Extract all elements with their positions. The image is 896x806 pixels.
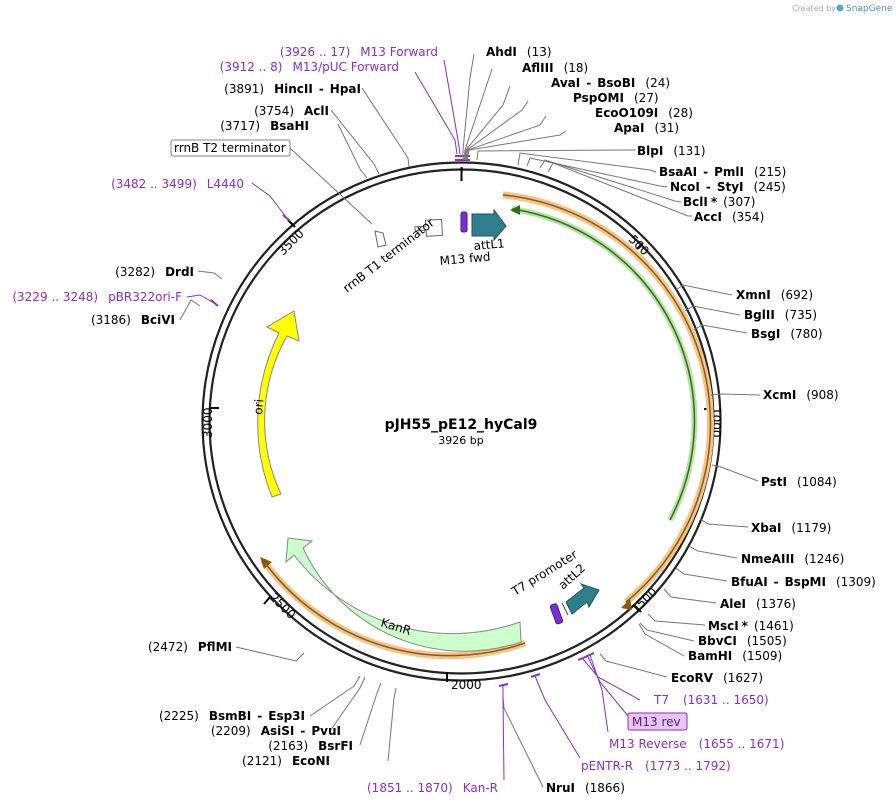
primer-labels: (3926 .. 17)M13 Forward (3912 .. 8)M13/p… — [12, 45, 784, 795]
tick-label-2000: 2000 — [451, 678, 482, 692]
site-label[interactable]: (3891)HincII-HpaI — [224, 82, 361, 96]
primer-label[interactable]: T7(1631 .. 1650) — [653, 693, 769, 707]
rrnB-T2-label: rrnB T2 terminator — [174, 141, 286, 155]
snapgene-logo-icon — [836, 4, 844, 12]
site-leaders — [179, 53, 761, 788]
primer-label[interactable]: (3926 .. 17)M13 Forward — [280, 45, 438, 59]
site-label[interactable]: AvaI-BsoBI(24) — [551, 76, 670, 90]
site-label[interactable]: (3754)AclI — [254, 104, 329, 118]
site-label[interactable]: BbvCI(1505) — [698, 634, 787, 648]
ori-feature[interactable] — [257, 310, 300, 498]
site-label[interactable]: PstI(1084) — [761, 475, 837, 489]
feature-green-arc[interactable] — [511, 206, 698, 522]
site-label[interactable]: MscI*(1461) — [708, 619, 794, 633]
site-label[interactable]: BamHI(1509) — [688, 649, 782, 663]
site-label[interactable]: EcoO109I(28) — [595, 106, 693, 120]
watermark-text: Created by — [792, 4, 836, 13]
m13-fwd-feature[interactable] — [460, 211, 468, 233]
site-label[interactable]: EcoRV(1627) — [671, 671, 763, 685]
site-label[interactable]: NcoI-StyI(245) — [670, 180, 786, 194]
site-label[interactable]: (2209)AsiSI-PvuI — [211, 724, 341, 738]
site-label[interactable]: (2472)PflMI — [148, 640, 232, 654]
site-label[interactable]: BfuAI-BspMI(1309) — [731, 575, 876, 589]
site-label[interactable]: (3186)BciVI — [91, 313, 175, 327]
rrnB-T1-terminator-feature[interactable] — [414, 218, 443, 237]
site-label[interactable]: AhdI(13) — [486, 45, 552, 59]
primer-label[interactable]: (1851 .. 1870)Kan-R — [367, 781, 498, 795]
site-label[interactable]: BlpI(131) — [637, 144, 706, 158]
site-label[interactable]: NmeAIII(1246) — [741, 552, 844, 566]
site-label[interactable]: (3717)BsaHI — [220, 119, 309, 133]
tick-label-3000: 3000 — [201, 407, 215, 438]
site-label[interactable]: (2163)BsrFI — [268, 739, 353, 753]
primer-leaders — [186, 59, 641, 781]
m13-rev-label: M13 rev — [632, 715, 681, 729]
site-label[interactable]: NruI(1866) — [546, 781, 625, 795]
attL1-label: attL1 — [473, 236, 505, 253]
site-label[interactable]: ApaI(31) — [614, 121, 679, 135]
site-label[interactable]: (2121)EcoNI — [242, 754, 330, 768]
primer-label[interactable]: (3229 .. 3248)pBR322ori-F — [12, 290, 182, 304]
site-label[interactable]: XbaI(1179) — [751, 521, 831, 535]
site-label[interactable]: (2225)BsmBI-Esp3I — [159, 709, 305, 723]
site-label[interactable]: AleI(1376) — [720, 597, 796, 611]
primer-label[interactable]: (3912 .. 8)M13/pUC Forward — [220, 60, 399, 74]
ori-label: ori — [251, 398, 266, 415]
t7-promoter-feature[interactable] — [549, 603, 564, 625]
tick-label-3500: 3500 — [275, 227, 306, 258]
site-label[interactable]: XcmI(908) — [763, 388, 839, 402]
rrnB-T1-label: rrnB T1 terminator — [340, 216, 437, 296]
site-label[interactable]: BclI*(307) — [683, 195, 755, 209]
site-label[interactable]: AccI(354) — [694, 210, 764, 224]
site-label[interactable]: BsgI(780) — [751, 327, 823, 341]
rrnB-T2-terminator-feature[interactable] — [374, 230, 387, 248]
site-label[interactable]: AflIII(18) — [522, 61, 588, 75]
site-label[interactable]: BglII(735) — [744, 308, 817, 322]
site-labels-right: AhdI(13) AflIII(18) AvaI-BsoBI(24) PspOM… — [486, 45, 876, 795]
primer-label[interactable]: M13 Reverse(1655 .. 1671) — [609, 737, 784, 751]
primer-label[interactable]: pENTR-R(1773 .. 1792) — [581, 759, 731, 773]
plasmid-length: 3926 bp — [438, 434, 483, 447]
attL2-feature[interactable] — [565, 583, 600, 615]
attL1-feature[interactable] — [471, 208, 507, 242]
brand-text: SnapGene — [846, 4, 893, 14]
site-label[interactable]: (3282)DrdI — [115, 265, 194, 279]
m13-fwd-label: M13 fwd — [439, 250, 491, 268]
site-label[interactable]: XmnI(692) — [736, 288, 813, 302]
site-label[interactable]: BsaAI-PmlI(215) — [659, 165, 786, 179]
plasmid-name: pJH55_pE12_hyCal9 — [385, 417, 538, 433]
m13-rev-box[interactable] — [627, 712, 688, 731]
primer-label[interactable]: (3482 .. 3499)L4440 — [111, 177, 244, 191]
kanR-feature[interactable] — [285, 537, 522, 652]
site-labels-left: (2121)EcoNI (2163)BsrFI (2209)AsiSI-PvuI… — [91, 82, 361, 768]
site-label[interactable]: PspOMI(27) — [573, 91, 659, 105]
